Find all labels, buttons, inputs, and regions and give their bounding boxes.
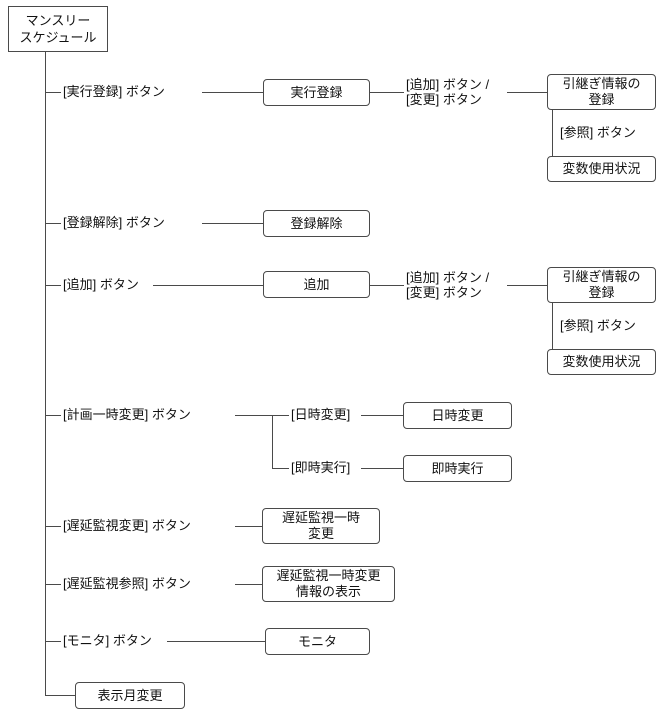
connector-line [235,415,272,416]
connector-line [361,468,403,469]
connector-line [272,415,273,469]
connector-line [361,415,403,416]
node-delay-temp-change-screen: 遅延監視一時 変更 [262,508,380,544]
connector-line [202,223,263,224]
node-delay-info-display-screen: 遅延監視一時変更 情報の表示 [262,566,395,602]
connector-line [45,92,61,93]
connector-line [45,584,61,585]
node-display-month-change-screen: 表示月変更 [75,682,185,709]
exec-register-add-change-button-label: [追加] ボタン / [変更] ボタン [406,77,490,107]
monitor-button-label: [モニタ] ボタン [63,633,152,648]
connector-line [235,584,262,585]
node-unregister-screen: 登録解除 [263,210,370,237]
node-monitor-screen: モニタ [265,628,370,655]
connector-line [45,641,61,642]
connector-line [552,110,553,156]
connector-line [507,92,547,93]
connector-line [202,92,263,93]
connector-line [45,223,61,224]
add-button-label: [追加] ボタン [63,277,139,292]
connector-line [272,468,289,469]
node-exec-register-var-usage-screen: 変数使用状況 [547,156,656,182]
connector-line [167,641,265,642]
connector-line [552,303,553,349]
connector-line [235,526,262,527]
exec-register-ref-button-label: [参照] ボタン [560,125,636,140]
node-immediate-exec-screen: 即時実行 [403,455,512,482]
connector-line [45,695,75,696]
connector-line [45,526,61,527]
node-exec-register-screen: 実行登録 [263,79,370,106]
node-datetime-change-screen: 日時変更 [403,402,512,429]
exec-register-button-label: [実行登録] ボタン [63,84,165,99]
delay-change-button-label: [遅延監視変更] ボタン [63,518,191,533]
plan-change-datetime-button-label: [日時変更] [291,407,351,422]
unregister-button-label: [登録解除] ボタン [63,215,165,230]
connector-line [272,415,289,416]
add-add-change-button-label: [追加] ボタン / [変更] ボタン [406,270,490,300]
connector-line [507,285,547,286]
node-monthly-schedule: マンスリー スケジュール [8,6,108,52]
plan-change-button-label: [計画一時変更] ボタン [63,407,191,422]
connector-line [370,92,404,93]
connector-line [370,285,404,286]
node-add-var-usage-screen: 変数使用状況 [547,349,656,375]
add-ref-button-label: [参照] ボタン [560,318,636,333]
connector-line [45,285,61,286]
node-add-inherit-info-screen: 引継ぎ情報の 登録 [547,267,656,303]
connector-line [45,415,61,416]
trunk-connector-line [45,52,46,696]
plan-change-immediate-button-label: [即時実行] [291,460,351,475]
connector-line [153,285,263,286]
delay-view-button-label: [遅延監視参照] ボタン [63,576,191,591]
node-add-screen: 追加 [263,271,370,298]
node-exec-register-inherit-info-screen: 引継ぎ情報の 登録 [547,74,656,110]
